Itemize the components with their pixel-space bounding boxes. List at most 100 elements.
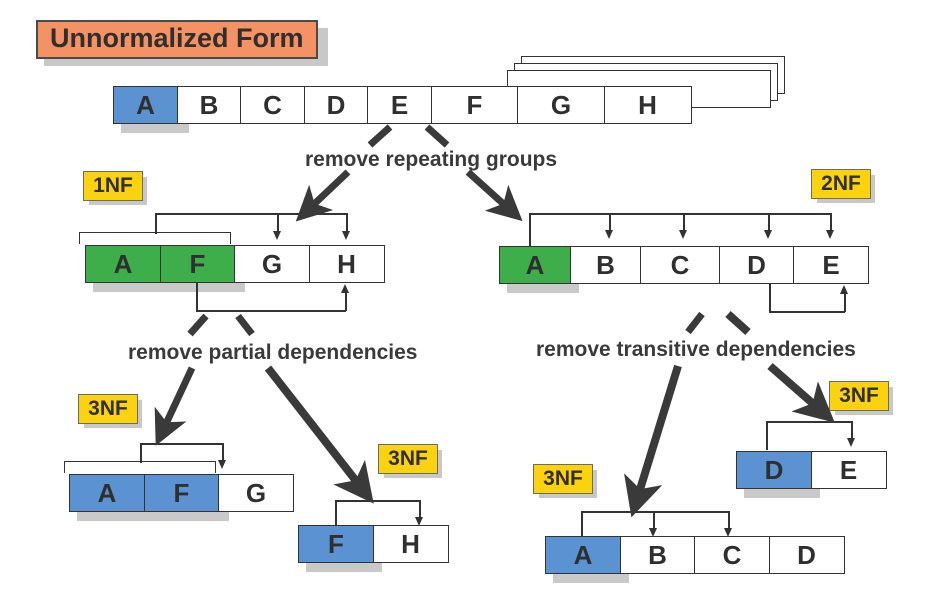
cell-1nf-h: H [308,245,385,283]
caption-remove-partial-dependencies: remove partial dependencies [128,341,418,364]
2nf-arrow-to-b [605,230,613,239]
cell-unf-b: B [176,86,242,124]
2nf-arrow-to-c [679,230,687,239]
3nf-fh-key-riser [335,500,337,525]
arrow-1nf-to-3nf-fh [264,365,374,504]
cell-3nf-abcd-d: D [768,536,845,574]
2nf-key-riser [529,213,531,246]
arrow-2nf-to-3nf-de [767,362,835,423]
arrow-unf-to-2nf-stub [424,124,450,148]
unnormalized-form-banner: Unnormalized Form [36,20,318,59]
3nf-afg-key-riser [140,443,142,463]
3nf-fh-arrow-to-h [415,517,423,526]
arrow-unf-to-2nf [465,169,523,222]
3nf-relation-fh: F H [298,525,449,563]
1nf-key-shadow [93,283,245,292]
caption-remove-repeating-groups: remove repeating groups [305,148,558,171]
1nf-arrow-up-to-h [341,284,349,293]
arrow-1nf-to-3nf-afg [154,366,196,446]
2nf-branch-d [768,213,770,232]
cell-2nf-e: E [793,246,869,284]
3nf-abcd-arrow-to-c [724,528,732,537]
badge-3nf-abcd: 3NF [533,464,593,494]
2nf-arrow-to-d [764,230,772,239]
cell-3nf-afg-a: A [69,474,145,512]
3nf-fh-branch-h [419,500,421,519]
cell-unf-c: C [240,86,305,124]
cell-1nf-g: G [234,245,310,283]
arrow-1nf-to-3nf-fh-stub [235,313,255,337]
3nf-de-branch-e [851,421,853,440]
1nf-partial-riser [196,283,198,311]
cell-3nf-afg-f: F [143,474,220,512]
cell-3nf-fh-h: H [372,525,449,563]
3nf-afg-arrow-to-g [218,460,226,469]
2nf-relation: A B C D E [499,246,869,284]
3nf-abcd-branch-b [653,511,655,530]
arrow-2nf-to-3nf-abcd-stub [685,311,705,335]
3nf-abcd-key-shadow [553,574,629,583]
3nf-abcd-key-riser [581,511,583,536]
3nf-afg-key-shadow [77,512,229,521]
1nf-partial-bracket [196,310,346,312]
cell-3nf-afg-g: G [218,474,294,512]
arrow-unf-to-1nf-stub [367,124,393,148]
arrow-unf-to-1nf [295,169,351,222]
cell-2nf-a: A [499,246,571,284]
1nf-branch-g [277,213,279,233]
1nf-arrow-to-g [273,231,281,240]
cell-3nf-de-e: E [810,451,887,489]
3nf-abcd-arrow-to-b [649,528,657,537]
3nf-relation-abcd: A B C D [545,536,845,574]
3nf-abcd-bracket [581,511,729,513]
3nf-relation-afg: A F G [69,474,294,512]
badge-1nf: 1NF [83,171,143,201]
unnormalized-relation: A B C D E F G H [113,86,692,124]
cell-unf-g: G [517,86,605,124]
arrow-2nf-to-3nf-de-stub [725,311,751,335]
2nf-key-shadow [507,284,579,293]
badge-3nf-fh: 3NF [378,444,438,474]
1nf-arrow-to-h [342,231,350,240]
2nf-branch-e [830,213,832,232]
cell-1nf-f: F [159,245,236,283]
cell-2nf-d: D [718,246,795,284]
badge-2nf: 2NF [811,169,871,199]
arrow-2nf-to-3nf-abcd [624,364,682,518]
badge-3nf-de: 3NF [829,381,889,411]
3nf-afg-branch-g [222,443,224,462]
arrow-1nf-to-3nf-afg-stub [187,313,209,337]
2nf-arrow-up-to-e [840,285,848,294]
3nf-de-arrow-to-e [847,438,855,447]
1nf-branch-h [346,213,348,233]
3nf-de-bracket [766,421,852,423]
2nf-arrow-to-e [826,230,834,239]
cell-2nf-c: C [640,246,720,284]
2nf-top-bracket [529,213,831,215]
cell-unf-e: E [367,86,432,124]
cell-3nf-fh-f: F [298,525,374,563]
cell-2nf-b: B [569,246,642,284]
3nf-fh-key-shadow [306,563,382,572]
cell-unf-h: H [603,86,692,124]
cell-3nf-abcd-c: C [694,536,770,574]
unnormalized-key-shadow [121,124,189,133]
3nf-relation-de: D E [736,451,887,489]
caption-remove-transitive-dependencies: remove transitive dependencies [536,338,856,361]
cell-1nf-a: A [85,245,161,283]
1nf-relation: A F G H [85,245,385,283]
2nf-transitive-riser [769,284,771,312]
1nf-key-riser [155,213,157,234]
cell-3nf-abcd-b: B [619,536,696,574]
badge-3nf-afg: 3NF [78,394,138,424]
cell-3nf-abcd-a: A [545,536,621,574]
cell-unf-d: D [303,86,369,124]
2nf-transitive-branch-e [844,293,846,312]
3nf-fh-bracket [335,500,420,502]
cell-3nf-de-d: D [736,451,812,489]
3nf-de-key-riser [766,421,768,450]
3nf-de-key-shadow [744,489,820,498]
cell-unf-a: A [113,86,178,124]
cell-unf-f: F [430,86,519,124]
